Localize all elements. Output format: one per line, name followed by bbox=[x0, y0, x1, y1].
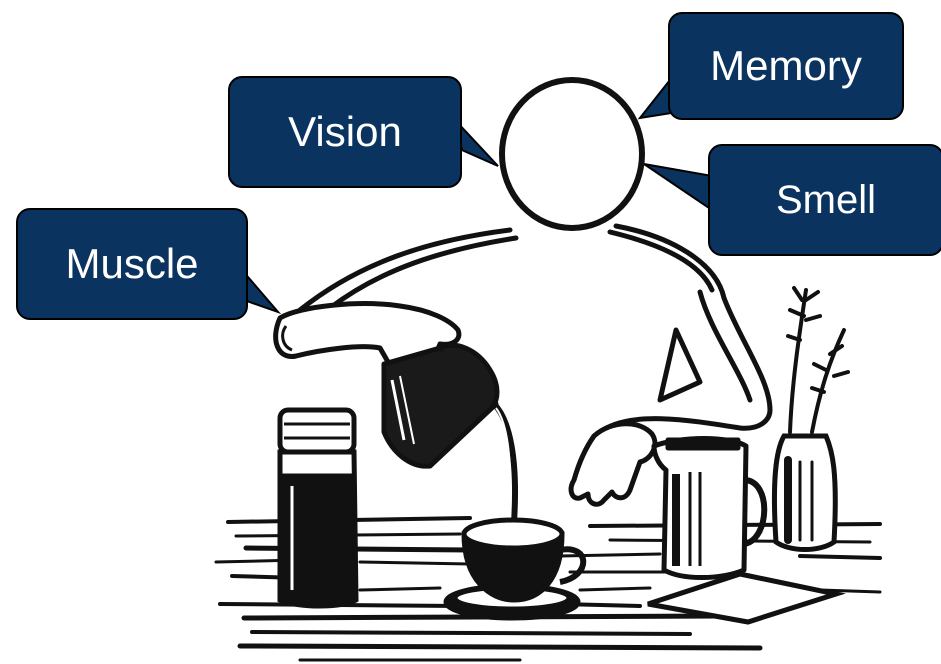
smell-callout-tail bbox=[643, 163, 713, 212]
memory-callout: Memory bbox=[668, 12, 904, 120]
napkin bbox=[647, 571, 846, 625]
memory-label: Memory bbox=[710, 42, 862, 89]
coffee-jar bbox=[277, 407, 359, 609]
milk-pitcher bbox=[381, 342, 500, 469]
coffee-cup bbox=[443, 517, 587, 621]
cream-pitcher bbox=[651, 436, 768, 580]
muscle-callout: Muscle bbox=[16, 208, 248, 320]
vision-label: Vision bbox=[288, 108, 402, 155]
smell-label: Smell bbox=[775, 177, 877, 222]
plant-vase bbox=[771, 286, 850, 552]
smell-callout: Smell bbox=[708, 144, 941, 256]
person-head bbox=[499, 77, 645, 231]
muscle-label: Muscle bbox=[65, 240, 199, 287]
vision-callout: Vision bbox=[228, 76, 462, 188]
pour-stream bbox=[491, 401, 519, 523]
resting-hand bbox=[568, 421, 658, 507]
